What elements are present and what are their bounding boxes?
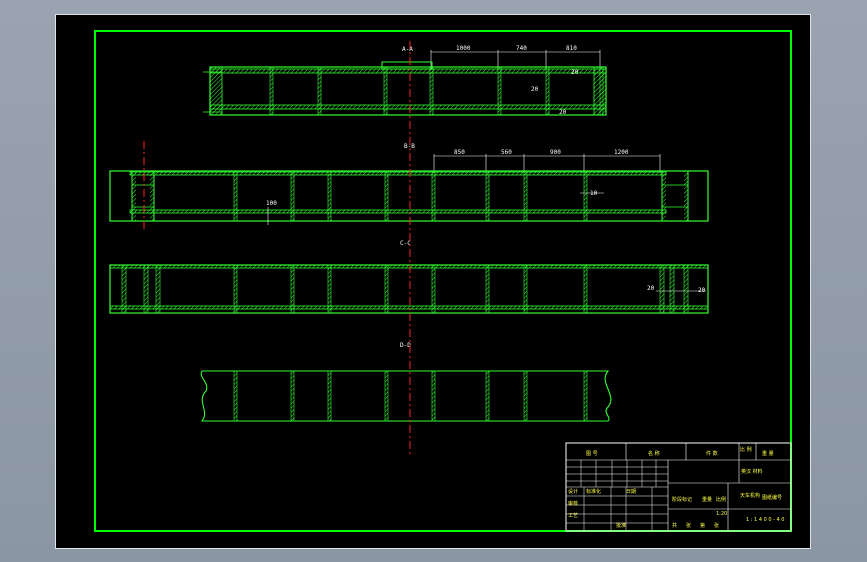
section-aa-web-0: [269, 66, 274, 116]
dim-aa-1: 740: [516, 45, 527, 52]
section-aa-web-2: [383, 66, 388, 116]
section-bb-web-7: [583, 170, 588, 222]
section-bb-web-2: [327, 170, 332, 222]
section-bb-label: B-B: [404, 143, 415, 150]
section-bb-web-5: [485, 170, 490, 222]
section-aa-web-5: [545, 66, 550, 116]
tb-code: 1 : 1 4 0 0 - 4 0: [746, 517, 784, 523]
section-dd-web-7: [583, 370, 588, 422]
section-cc-label: C-C: [400, 240, 411, 247]
section-cc: C-C 20 20: [109, 240, 709, 314]
section-cc-web-5: [485, 264, 490, 314]
section-bb-web-4: [431, 170, 436, 222]
tb-title-1: 天车机构: [740, 492, 760, 499]
tb-field-10: 张: [686, 522, 691, 529]
section-bb-web-0: [233, 170, 238, 222]
cad-canvas: A-A 1000 740 810 20 20 20: [94, 30, 792, 532]
dim-bb-0: 850: [454, 149, 465, 156]
tb-scale: 1:20: [716, 511, 727, 517]
section-bb-web-6: [523, 170, 528, 222]
section-cc-web-3: [384, 264, 389, 314]
section-bb-web-1: [290, 170, 295, 222]
section-cc-web-6: [523, 264, 528, 314]
tb-field-9: 共: [672, 522, 677, 529]
tb-field-2: 审核: [568, 500, 578, 507]
section-dd-web-4: [431, 370, 436, 422]
tb-field-7: 重量: [702, 496, 712, 503]
tb-field-0: 设计: [568, 488, 578, 495]
section-dd-web-3: [384, 370, 389, 422]
section-aa-label: A-A: [402, 46, 413, 53]
section-cc-web-2: [327, 264, 332, 314]
dim-aa-2: 810: [566, 45, 577, 52]
dim-bb-1: 560: [501, 149, 512, 156]
tb-header-3: 比 例: [740, 446, 752, 453]
tb-field-5: 批准: [616, 522, 626, 529]
tb-field-6: 阶段标记: [672, 496, 692, 503]
section-cc-web-1: [290, 264, 295, 314]
dim-aa-0: 1000: [456, 45, 471, 52]
tb-field-12: 张: [714, 522, 719, 529]
tb-title-2: 图纸编号: [762, 494, 782, 501]
note-bb-0: 100: [266, 200, 277, 207]
section-cc-web-0: [233, 264, 238, 314]
section-aa-web-6: [599, 66, 604, 116]
note-aa-2: 20: [559, 109, 567, 116]
tb-field-8: 比例: [716, 496, 726, 503]
tb-field-3: 工艺: [568, 513, 578, 519]
tb-header-4: 重 量: [762, 450, 774, 457]
section-aa-web-1: [317, 66, 322, 116]
section-dd-web-2: [327, 370, 332, 422]
drawing-frame: [94, 30, 792, 532]
tb-field-1: 标准化: [586, 488, 601, 495]
note-cc-0: 20: [647, 285, 655, 292]
note-bb-1: 10: [590, 190, 598, 197]
dim-bb-2: 900: [550, 149, 561, 156]
section-dd: D-D: [200, 342, 612, 422]
section-cc-web-7: [583, 264, 588, 314]
section-dd-web-1: [290, 370, 295, 422]
tb-header-0: 图 号: [586, 451, 598, 457]
tb-field-11: 第: [700, 522, 705, 529]
section-aa-web-4: [497, 66, 502, 116]
section-aa-web-3: [429, 66, 434, 116]
title-block: 图 号 名 称 件 数 比 例 重 量 英汉 材料 天车机构 图纸编号 1 : …: [565, 442, 792, 532]
tb-field-4: 日期: [626, 489, 636, 495]
section-dd-web-0: [233, 370, 238, 422]
note-aa-0: 20: [571, 69, 579, 76]
section-dd-label: D-D: [400, 342, 411, 349]
section-bb: B-B 850 560 900 1200: [109, 143, 709, 225]
section-cc-web-4: [431, 264, 436, 314]
section-dd-web-5: [485, 370, 490, 422]
note-cc-1: 20: [698, 287, 706, 294]
tb-title-0: 英汉 材料: [741, 468, 763, 475]
section-aa: A-A 1000 740 810 20 20 20: [203, 45, 607, 116]
section-dd-web-6: [523, 370, 528, 422]
tb-header-2: 件 数: [706, 450, 718, 457]
section-bb-web-3: [384, 170, 389, 222]
cad-drawing-sheet: A-A 1000 740 810 20 20 20: [55, 14, 811, 549]
dim-bb-3: 1200: [614, 149, 629, 156]
note-aa-1: 20: [531, 86, 539, 93]
tb-header-1: 名 称: [648, 450, 660, 457]
